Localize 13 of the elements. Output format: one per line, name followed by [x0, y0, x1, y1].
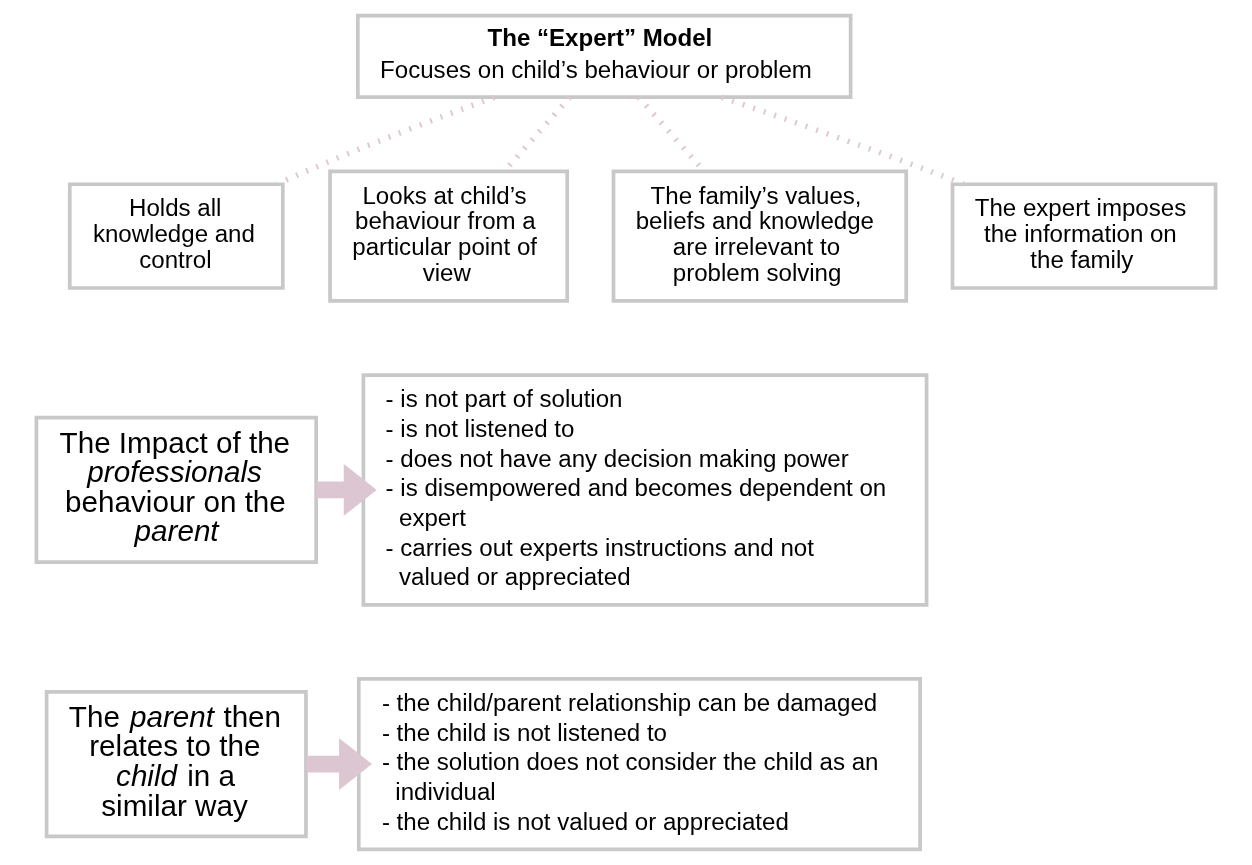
node-box: The family’s values, beliefs and knowledge are irrelevant to problem solving — [611, 169, 909, 303]
node-box: The Impact of the professionals behaviour on the parent — [34, 415, 318, 565]
node-box: - the child/parent relationship can be damaged - the child is not listened to - the solution does not consider the child as an individual - the child is not valued or appreciated — [356, 677, 922, 852]
node-box: Looks at child’s behaviour from a particular point of view — [328, 169, 570, 303]
node-box: - is not part of solution - is not listened to - does not have any decision making power - is disempowered and becomes dependent on expert - carries out experts instructions and not valued or appreciated — [361, 373, 929, 607]
node-box: The parent then relates to the child in a similar way — [44, 690, 308, 839]
connector — [275, 94, 496, 187]
connector — [720, 94, 965, 187]
arrow — [306, 738, 373, 790]
node-box: Holds all knowledge and control — [67, 182, 285, 290]
node-box: The expert imposes the information on the family — [950, 182, 1218, 290]
node-box: The “Expert” Model Focuses on child’s behaviour or problem — [356, 13, 853, 100]
arrow — [316, 464, 377, 516]
